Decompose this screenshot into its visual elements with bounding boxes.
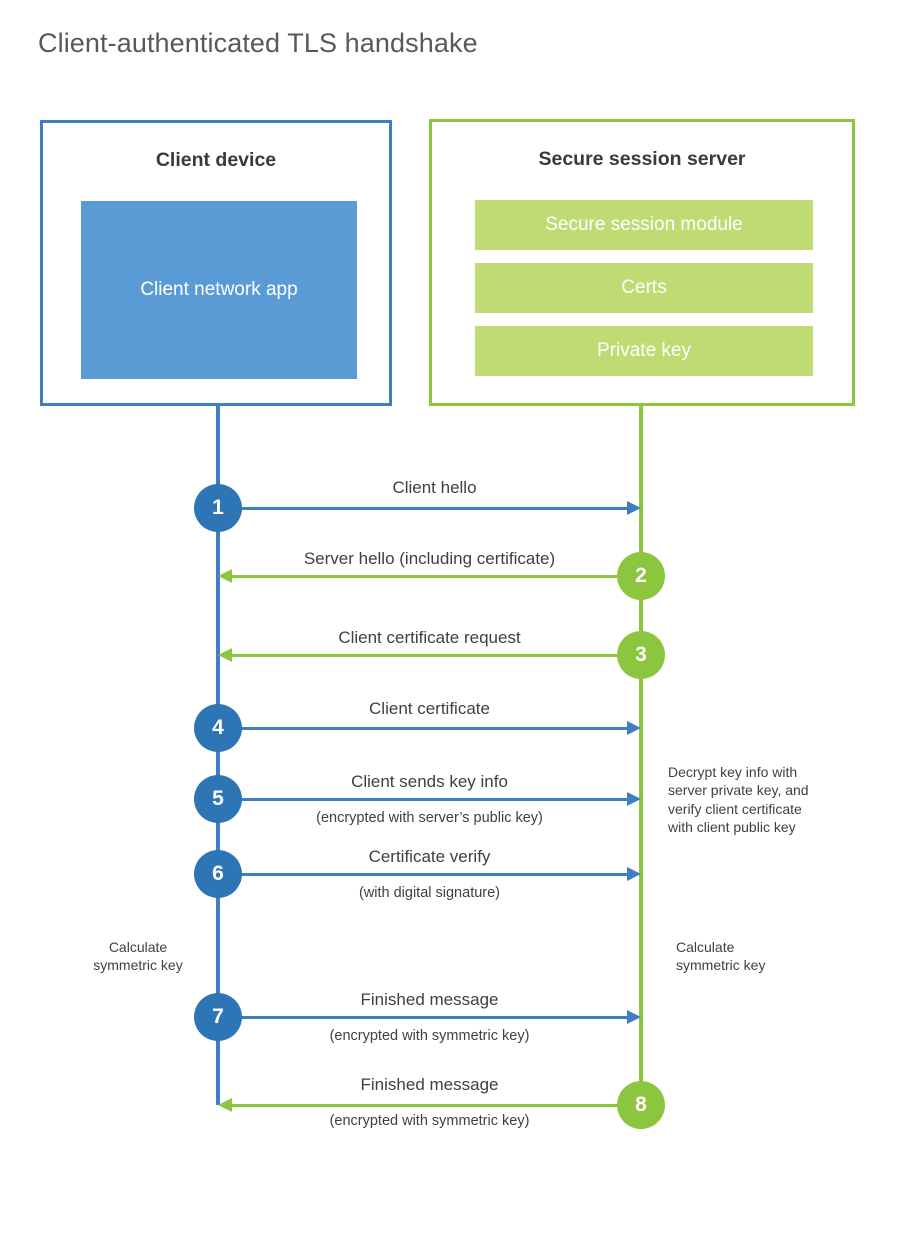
message-label-step-8: Finished message xyxy=(360,1075,499,1094)
server-decrypt-note-line-2: server private key, and xyxy=(668,782,809,799)
step-circle-4: 4 xyxy=(194,704,242,752)
step-circle-2: 2 xyxy=(617,552,665,600)
message-sublabel-step-8: (encrypted with symmetric key) xyxy=(329,1113,530,1129)
message-label-step-2: Server hello (including certificate) xyxy=(303,549,556,568)
server-component-private-key: Private key xyxy=(475,326,813,376)
step-circle-1: 1 xyxy=(194,484,242,532)
client-calculate-note-line-1: Calculate xyxy=(108,939,168,955)
secure-session-server-box: Secure session server Secure session mod… xyxy=(429,119,855,406)
step-circle-7: 7 xyxy=(194,993,242,1041)
message-label-step-1: Client hello xyxy=(392,478,477,497)
server-component-certs: Certs xyxy=(475,263,813,313)
step-circle-6: 6 xyxy=(194,850,242,898)
client-lifeline xyxy=(216,406,220,1105)
server-calculate-note-line-1: Calculate xyxy=(676,939,735,955)
message-label-step-3: Client certificate request xyxy=(338,628,521,647)
client-device-title: Client device xyxy=(155,149,277,171)
message-label-step-6: Certificate verify xyxy=(368,847,491,866)
message-sublabel-step-6: (with digital signature) xyxy=(358,885,501,901)
step-circle-5: 5 xyxy=(194,775,242,823)
message-sublabel-step-7: (encrypted with symmetric key) xyxy=(329,1028,530,1044)
step-circle-3: 3 xyxy=(617,631,665,679)
server-decrypt-note-line-4: with client public key xyxy=(668,819,796,836)
message-sublabel-step-5: (encrypted with server’s public key) xyxy=(316,810,543,826)
step-circle-8: 8 xyxy=(617,1081,665,1129)
message-label-step-5: Client sends key info xyxy=(351,772,508,791)
client-network-app-block: Client network app xyxy=(81,201,357,379)
server-calculate-note-line-2: symmetric key xyxy=(676,957,766,974)
secure-session-server-title: Secure session server xyxy=(538,148,746,170)
message-label-step-4: Client certificate xyxy=(369,699,490,718)
server-lifeline xyxy=(639,406,643,1105)
client-device-box: Client device Client network app xyxy=(40,120,392,406)
server-component-secure-session-module: Secure session module xyxy=(475,200,813,250)
server-calculate-symmetric-key-note: Calculate symmetric key xyxy=(676,938,826,975)
message-label-step-7: Finished message xyxy=(360,990,499,1009)
client-calculate-note-line-2: symmetric key xyxy=(93,957,183,974)
server-decrypt-note-line-3: verify client certificate xyxy=(668,800,802,817)
server-decrypt-note: Decrypt key info with server private key… xyxy=(668,763,858,837)
client-calculate-symmetric-key-note: Calculate symmetric key xyxy=(73,938,203,975)
page-title: Client-authenticated TLS handshake xyxy=(38,28,478,58)
server-decrypt-note-line-1: Decrypt key info with xyxy=(668,764,798,780)
server-components-list: Secure session module Certs Private key xyxy=(475,200,813,376)
